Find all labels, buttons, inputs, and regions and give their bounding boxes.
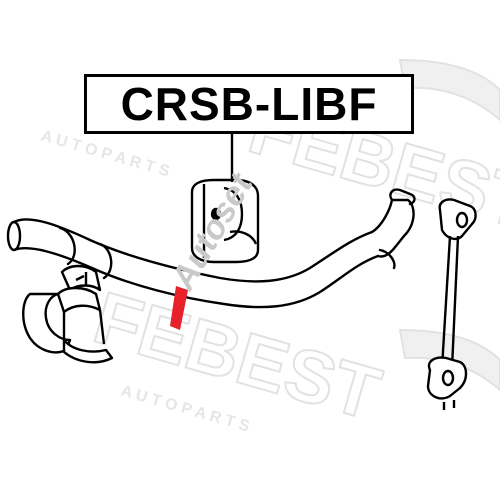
stabilizer-link <box>426 198 477 410</box>
watermark-brand-bottom: FEBEST <box>86 276 389 436</box>
part-number-text: CRSB-LIBF <box>120 78 378 130</box>
bushing-exploded <box>22 264 114 364</box>
watermark-swoosh-top <box>398 58 500 122</box>
watermark-tagline-top: A U T O P A R T S <box>39 128 172 181</box>
part-number-label: CRSB-LIBF <box>84 74 414 134</box>
seller-accent-mark <box>170 286 188 330</box>
bushing-on-bar <box>190 178 260 264</box>
stabilizer-bar <box>6 188 416 309</box>
